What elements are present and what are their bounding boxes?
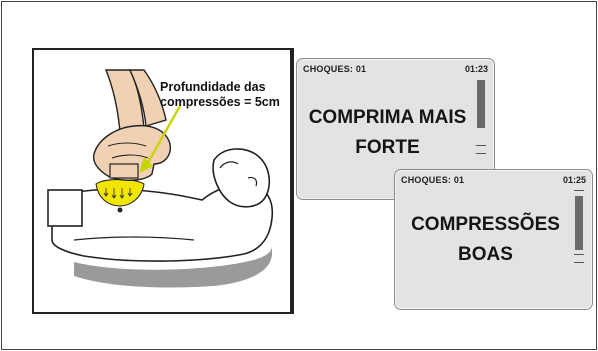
prompt-message: COMPRIMA MAIS FORTE (297, 103, 478, 163)
depth-tick (574, 262, 584, 263)
prompt-line-1: COMPRESSÕES (411, 214, 560, 235)
prompt-line-2: FORTE (355, 137, 420, 158)
shocks-value: 01 (355, 64, 367, 74)
cpr-drawing (47, 69, 274, 288)
cpr-illustration: Profundidade das compressões = 5cm (32, 48, 292, 314)
caption-line-2: compressões = 5cm (160, 95, 280, 109)
compression-depth-bar (477, 80, 485, 128)
compression-depth-bar (575, 196, 583, 250)
defibrillator-screens: CHOQUES: 01 01:23 COMPRIMA MAIS FORTE CH… (292, 48, 598, 314)
shocks-label: CHOQUES: (401, 175, 452, 185)
patient-shadow (74, 246, 272, 288)
prompt-line-1: COMPRIMA MAIS (308, 107, 467, 128)
prompt-line-2: BOAS (458, 244, 513, 265)
chest-pad (47, 189, 83, 227)
shocks-label: CHOQUES: (303, 64, 354, 74)
prompt-message: COMPRESSÕES BOAS (395, 210, 576, 270)
depth-tick (574, 190, 584, 191)
elapsed-time: 01:25 (562, 175, 586, 185)
depth-tick (476, 153, 486, 154)
depth-tick (574, 254, 584, 255)
aed-screen-2: CHOQUES: 01 01:25 COMPRESSÕES BOAS (394, 169, 593, 310)
shocks-value: 01 (453, 175, 465, 185)
depth-tick (476, 145, 486, 146)
sternum-dot (117, 207, 123, 213)
shocks-counter: CHOQUES: 01 (401, 175, 464, 185)
compression-depth-caption: Profundidade das compressões = 5cm (160, 80, 280, 110)
elapsed-time: 01:23 (464, 64, 488, 74)
pointer-arrow (144, 105, 182, 167)
caption-line-1: Profundidade das (160, 80, 266, 94)
shocks-counter: CHOQUES: 01 (303, 64, 366, 74)
patient-head (212, 148, 271, 208)
rescuer-arm-right (128, 69, 167, 127)
